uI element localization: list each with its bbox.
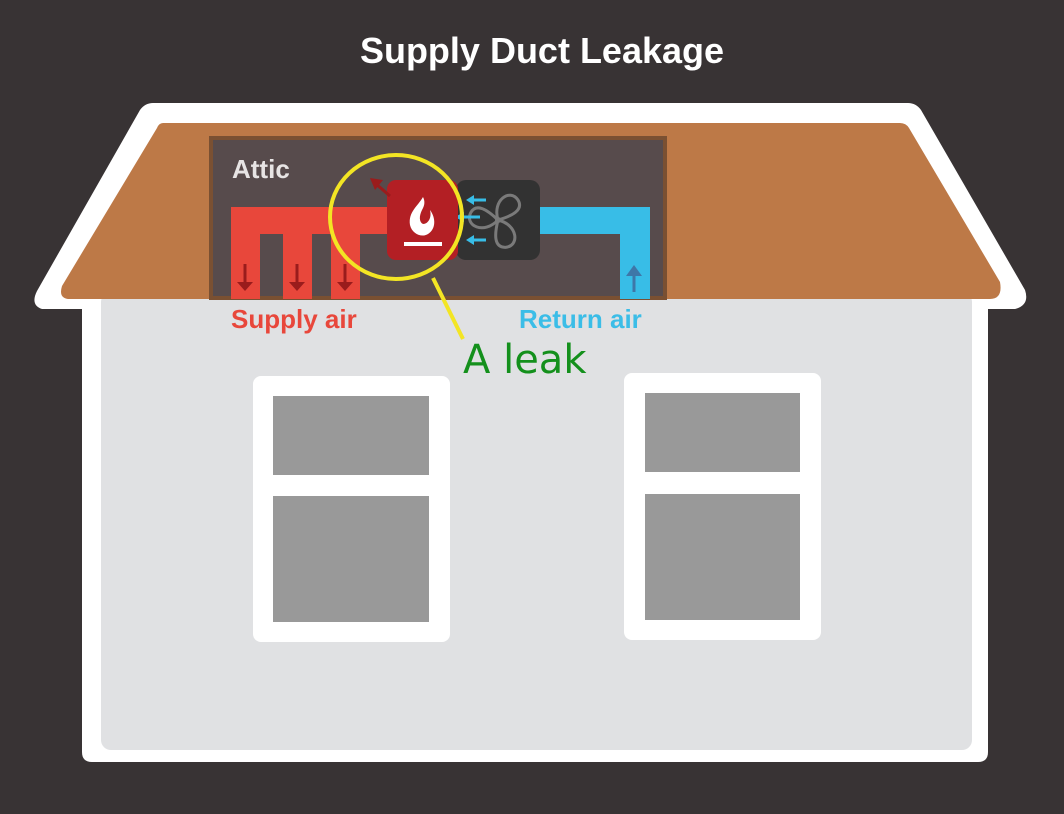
flame-icon — [404, 197, 442, 246]
leak-annotation-label: A leak — [463, 337, 587, 383]
diagram-title: Supply Duct Leakage — [359, 30, 725, 71]
supply-air-label: Supply air — [231, 304, 357, 334]
return-arrow-icon — [626, 265, 642, 292]
window-left — [253, 376, 450, 642]
supply-duct — [231, 207, 391, 299]
furnace-unit — [387, 180, 458, 260]
window-right — [624, 373, 821, 640]
return-air-label: Return air — [519, 304, 642, 334]
attic-label: Attic — [232, 154, 290, 184]
supply-arrow-icon — [237, 264, 353, 291]
annotation-pointer — [431, 277, 465, 340]
leak-highlight-circle — [328, 153, 464, 281]
leak-arrow-icon — [370, 178, 391, 198]
fan-icon — [467, 193, 521, 249]
